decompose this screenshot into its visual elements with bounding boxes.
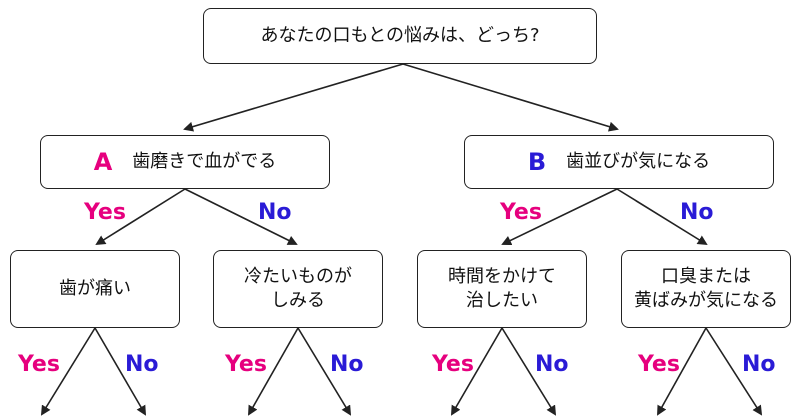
yes-label-leaf-4: Yes bbox=[638, 352, 680, 377]
root-question-text: あなたの口もとの悩みは、どっち? bbox=[260, 24, 540, 46]
arrow-b-to-leaf-3 bbox=[501, 188, 618, 246]
leaf-cold-sensitivity: 冷たいものが しみる bbox=[213, 250, 383, 328]
branch-b-text: 歯並びが気になる bbox=[566, 150, 711, 172]
arrow-leaf-2-no bbox=[297, 327, 352, 416]
no-label-leaf-3: No bbox=[535, 352, 569, 377]
arrow-root-to-b bbox=[402, 63, 619, 132]
leaf-take-time: 時間をかけて 治したい bbox=[417, 250, 587, 328]
leaf-toothache: 歯が痛い bbox=[10, 250, 180, 328]
root-question-box: あなたの口もとの悩みは、どっち? bbox=[203, 8, 597, 64]
arrow-root-to-a bbox=[183, 63, 404, 132]
leaf-breath-yellowing: 口臭または 黄ばみが気になる bbox=[621, 250, 791, 328]
arrow-a-to-leaf-1 bbox=[95, 188, 186, 246]
no-label-leaf-1: No bbox=[125, 352, 159, 377]
arrow-b-to-leaf-4 bbox=[616, 188, 708, 246]
no-label-b: No bbox=[680, 200, 714, 225]
arrow-leaf-1-no bbox=[94, 327, 147, 416]
yes-label-leaf-1: Yes bbox=[18, 352, 60, 377]
no-label-leaf-4: No bbox=[742, 352, 776, 377]
arrow-a-to-leaf-2 bbox=[184, 188, 298, 245]
branch-a-box: A 歯磨きで血がでる bbox=[40, 135, 330, 189]
arrow-leaf-3-yes bbox=[450, 327, 503, 416]
leaf-take-time-text: 時間をかけて 治したい bbox=[448, 265, 556, 311]
leaf-breath-yellowing-text: 口臭または 黄ばみが気になる bbox=[634, 265, 778, 311]
arrow-leaf-1-yes bbox=[40, 327, 96, 416]
arrow-leaf-4-yes bbox=[657, 327, 707, 416]
yes-label-b: Yes bbox=[500, 200, 542, 225]
arrow-leaf-2-yes bbox=[248, 327, 299, 416]
branch-a-text: 歯磨きで血がでる bbox=[132, 150, 277, 172]
branch-b-letter: B bbox=[527, 147, 547, 176]
arrow-leaf-3-no bbox=[501, 327, 557, 416]
yes-label-leaf-2: Yes bbox=[225, 352, 267, 377]
leaf-toothache-text: 歯が痛い bbox=[59, 277, 131, 299]
no-label-leaf-2: No bbox=[330, 352, 364, 377]
branch-a-letter: A bbox=[93, 147, 113, 176]
arrow-leaf-4-no bbox=[705, 327, 763, 416]
yes-label-a: Yes bbox=[84, 200, 126, 225]
no-label-a: No bbox=[258, 200, 292, 225]
branch-b-box: B 歯並びが気になる bbox=[464, 135, 774, 189]
yes-label-leaf-3: Yes bbox=[432, 352, 474, 377]
leaf-cold-sensitivity-text: 冷たいものが しみる bbox=[244, 265, 352, 311]
